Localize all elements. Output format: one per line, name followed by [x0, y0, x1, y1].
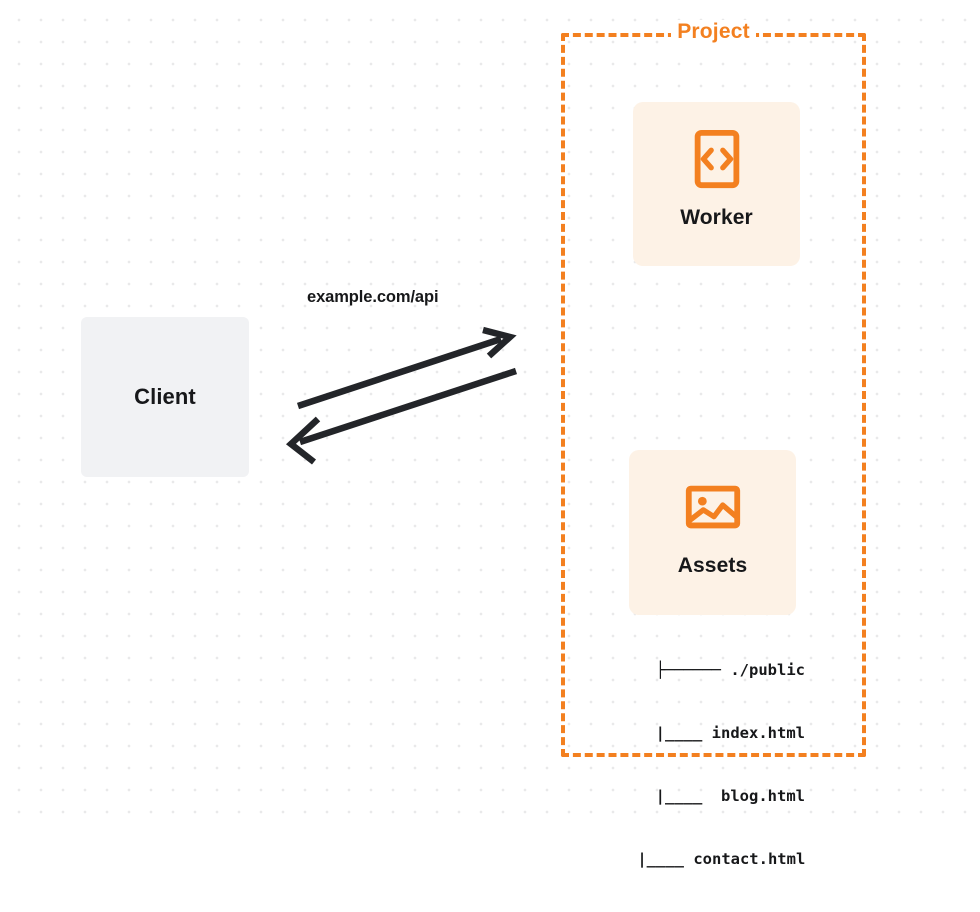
project-title: Project — [561, 20, 866, 44]
code-brackets-icon — [694, 129, 739, 189]
tree-line-root: ├────── ./public — [655, 661, 805, 679]
assets-label: Assets — [677, 554, 748, 577]
worker-label: Worker — [680, 206, 753, 229]
arrow-left-icon — [285, 367, 518, 465]
client-node[interactable]: Client — [81, 317, 249, 477]
connection-label: example.com/api — [307, 288, 439, 306]
tree-line-contact: |____ contact.html — [600, 850, 806, 868]
assets-node[interactable]: Assets — [629, 450, 796, 615]
project-title-text: Project — [671, 20, 756, 44]
diagram-canvas: Client example.com/api Project Worker — [0, 0, 980, 868]
image-picture-icon — [685, 485, 740, 529]
arrow-right-icon — [296, 326, 517, 410]
assets-file-tree: ├────── ./public |____ index.html |____ … — [600, 618, 805, 912]
tree-line-blog: |____ blog.html — [618, 787, 805, 805]
client-label: Client — [134, 384, 196, 409]
worker-node[interactable]: Worker — [633, 102, 800, 266]
tree-line-index: |____ index.html — [618, 724, 805, 742]
